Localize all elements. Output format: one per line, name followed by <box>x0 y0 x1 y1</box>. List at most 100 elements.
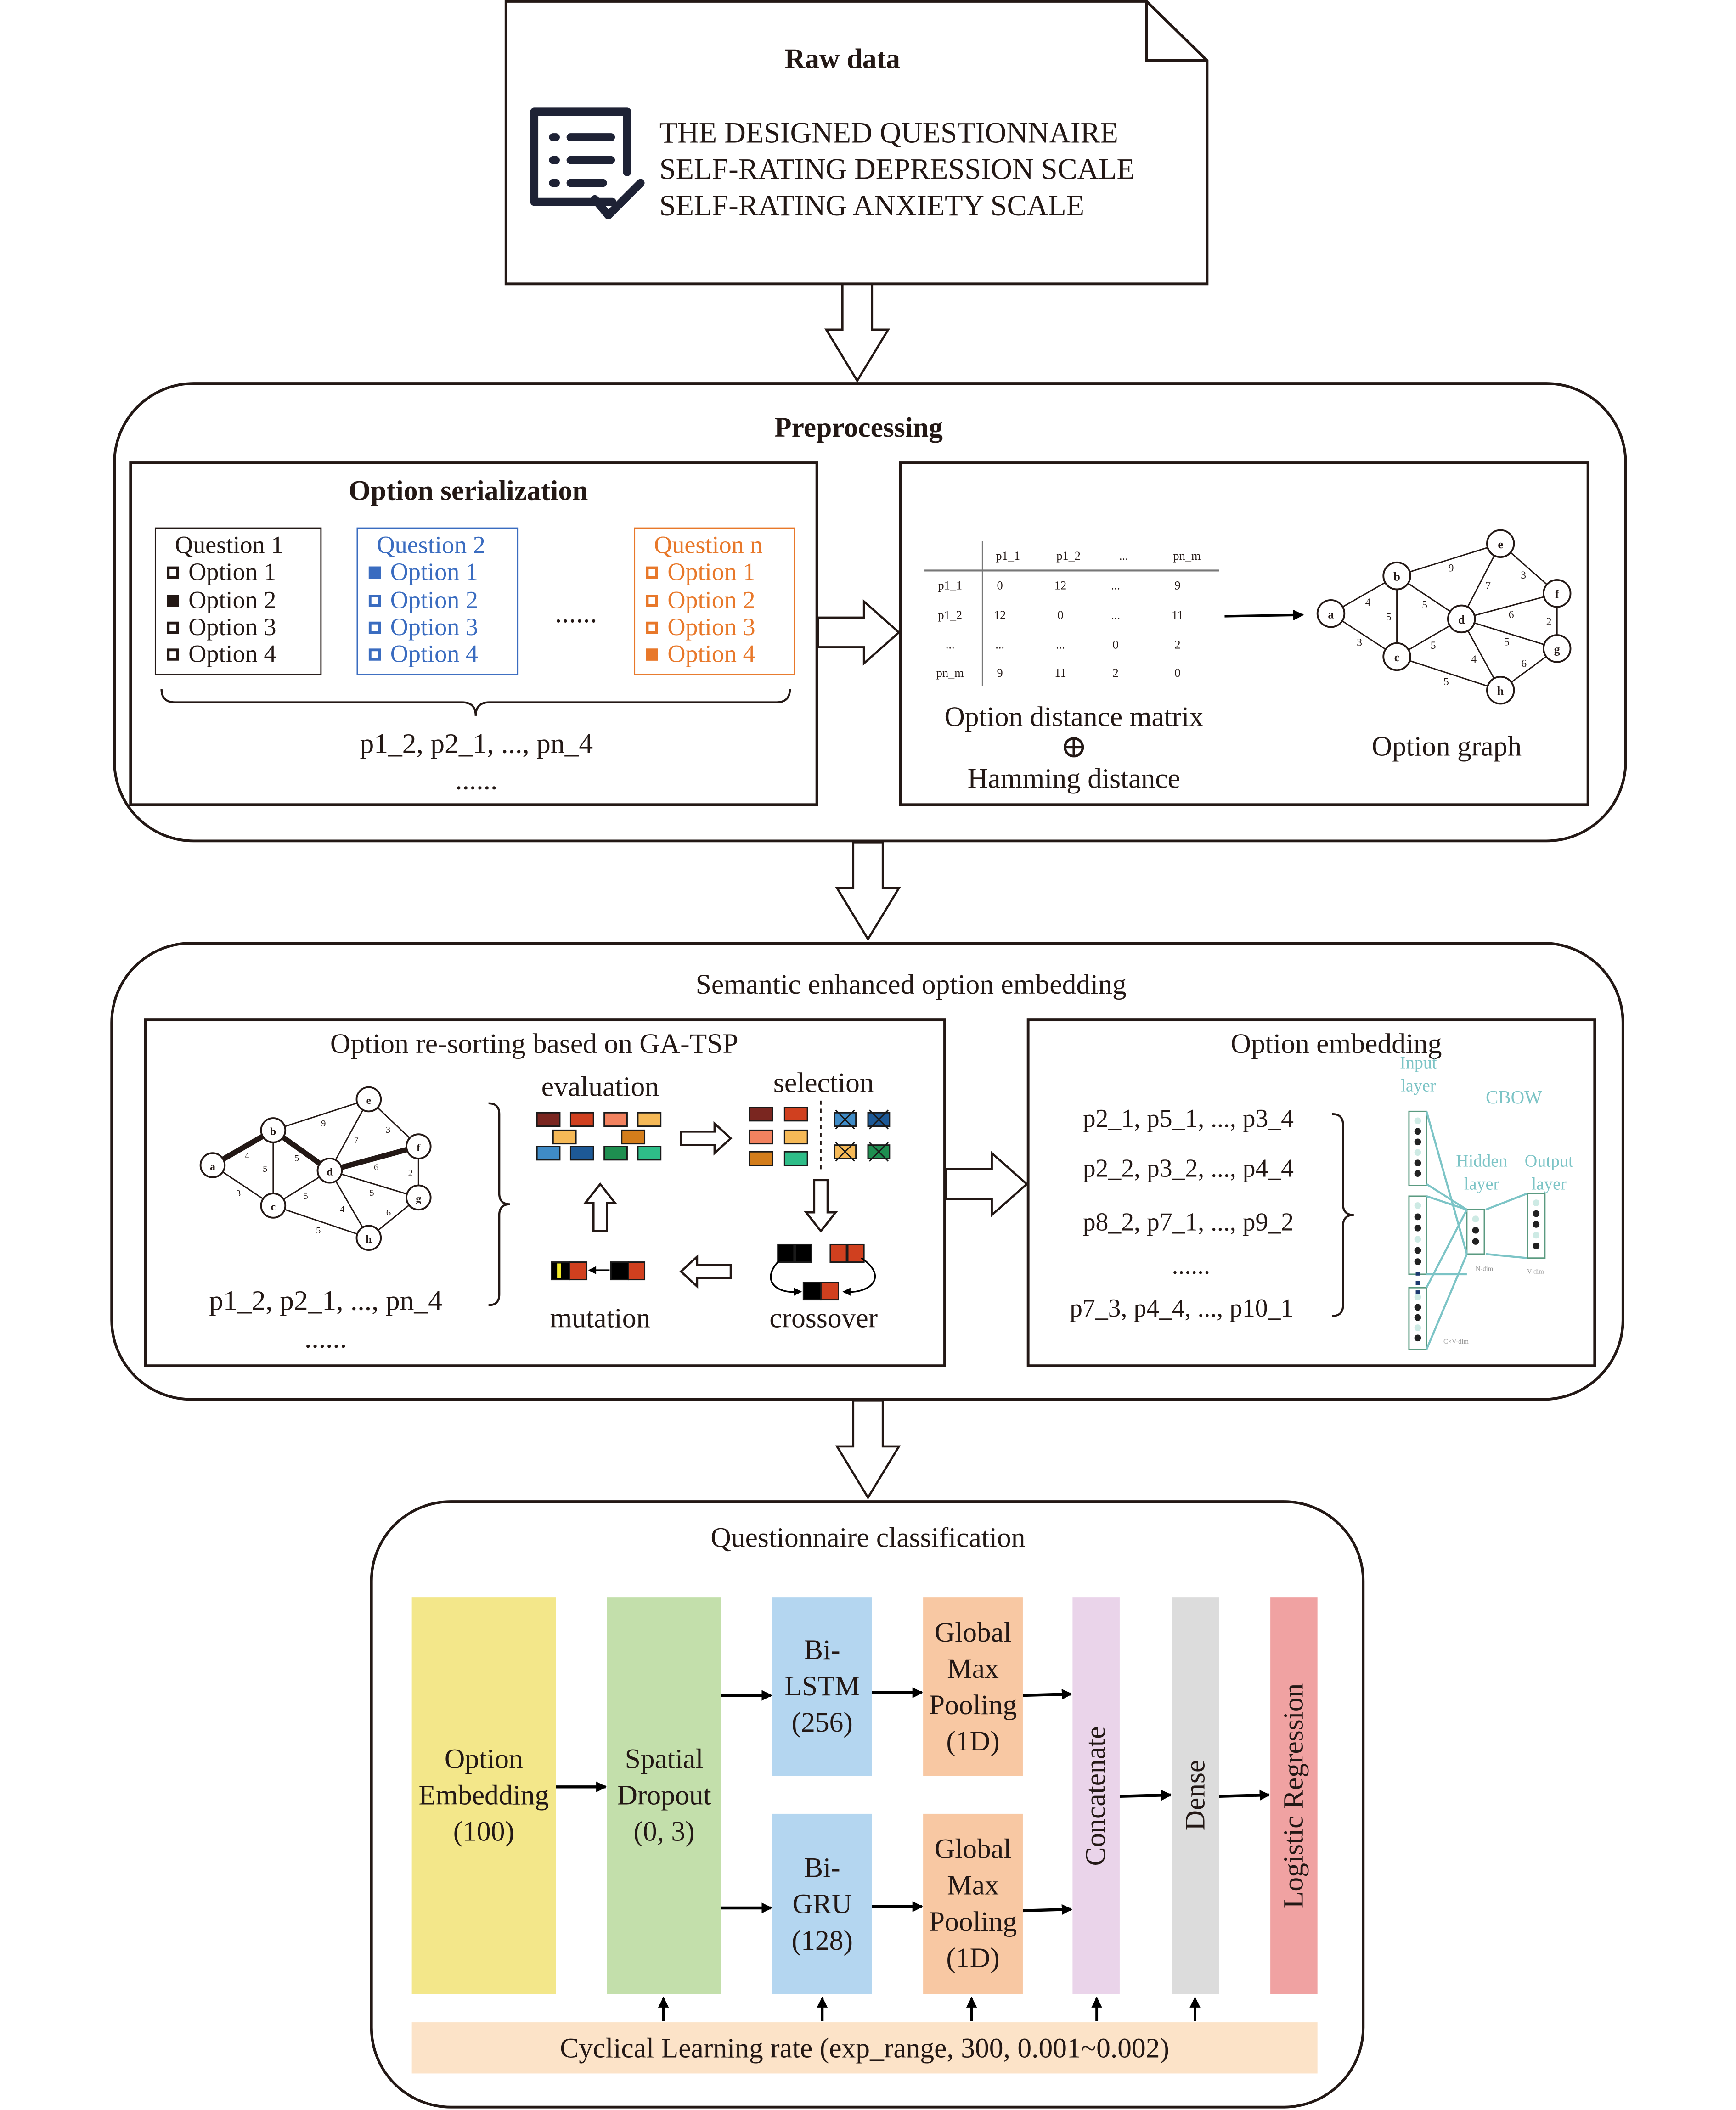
embedding-title: Semantic enhanced option embedding <box>695 968 1127 1001</box>
graph-edge <box>329 1099 370 1171</box>
cbow-connection <box>1426 1209 1468 1289</box>
option-item: Option 4 <box>167 642 320 669</box>
node-label: a <box>1328 608 1334 621</box>
serialized-sequence: p1_2, p2_1, ..., pn_4 <box>360 727 593 760</box>
embedding-sequence: p2_2, p3_2, ..., p4_4 <box>1082 1155 1294 1184</box>
graph-label: Option graph <box>1371 730 1522 762</box>
matrix-column-header: pn_m <box>1173 549 1201 563</box>
cbow-unit <box>1414 1170 1421 1177</box>
chromosome-block <box>749 1129 773 1145</box>
embedding-panel <box>110 942 1624 1401</box>
node-label: b <box>1393 570 1400 583</box>
matrix-row-header: ... <box>946 638 955 651</box>
option-item: Option 3 <box>167 615 320 642</box>
hollow-arrow-icon <box>679 1254 732 1289</box>
edge-weight: 6 <box>386 1208 391 1218</box>
matrix-cell: 9 <box>1174 579 1180 592</box>
matrix-cell: 2 <box>1113 666 1119 680</box>
question-label: Question n <box>654 533 763 560</box>
embedding-sequence: p2_1, p5_1, ..., p3_4 <box>1082 1105 1294 1134</box>
crossover-arc <box>770 1259 800 1293</box>
classification-panel <box>370 1500 1365 2109</box>
cbow-unit <box>1414 1138 1421 1146</box>
matrix-cell: ... <box>995 638 1004 651</box>
ga-tsp-title: Option re-sorting based on GA-TSP <box>330 1027 738 1060</box>
cross-icon <box>868 1109 889 1130</box>
cbow-unit <box>1414 1314 1421 1321</box>
edge-weight: 9 <box>1449 563 1454 574</box>
cbow-unit <box>1414 1159 1421 1166</box>
hollow-arrow-icon <box>804 1179 838 1233</box>
option-label: Option 4 <box>667 642 755 669</box>
embedding-block: Option Embedding (100) <box>411 1597 556 1994</box>
option-label: Option 4 <box>390 642 478 669</box>
matrix-cell: 9 <box>997 666 1003 680</box>
hollow-arrow-icon <box>945 1150 1029 1218</box>
edge-weight: 5 <box>1431 640 1436 652</box>
cyclical-learning-rate-bar: Cyclical Learning rate (exp_range, 300, … <box>411 2022 1318 2074</box>
edge-weight: 3 <box>236 1188 241 1198</box>
option-label: Option 1 <box>667 560 755 587</box>
arrow-icon <box>1224 609 1304 621</box>
crossover-arc <box>844 1257 876 1293</box>
cbow-unit <box>1472 1227 1479 1234</box>
edge-weight: 2 <box>408 1168 413 1178</box>
raw-data-title: Raw data <box>784 42 900 75</box>
node-label: g <box>1554 643 1560 656</box>
chromosome-block <box>536 1112 561 1127</box>
checked-square-icon <box>368 567 381 579</box>
distance-graph-panel <box>899 461 1589 806</box>
hollow-arrow-icon <box>817 599 901 666</box>
ellipsis-dot <box>1415 1272 1420 1276</box>
option-embedding-panel <box>1026 1018 1596 1367</box>
cross-icon <box>835 1109 855 1130</box>
graph-node <box>199 1152 226 1178</box>
dropout-block: Spatial Dropout (0, 3) <box>607 1597 721 1994</box>
edge-weight: 5 <box>263 1164 267 1174</box>
matrix-cell: ... <box>1056 638 1065 651</box>
cbow-unit <box>1414 1149 1421 1156</box>
question-label: Question 1 <box>175 533 284 560</box>
chromosome-block <box>569 1146 594 1161</box>
chromosome-block <box>637 1146 662 1161</box>
chromosome-block <box>603 1112 628 1127</box>
tsp-sequence: p1_2, p2_1, ..., pn_4 <box>209 1284 442 1317</box>
chromosome-block <box>569 1261 588 1281</box>
node-label: a <box>210 1161 215 1173</box>
matrix-cell: 0 <box>1057 608 1063 622</box>
node-label: c <box>271 1201 276 1213</box>
edge-weight: 3 <box>386 1125 390 1135</box>
edge-weight: 5 <box>303 1191 308 1201</box>
cbow-connection <box>1426 1183 1468 1211</box>
cbow-v-dim: V-dim <box>1527 1269 1544 1277</box>
edge-weight: 2 <box>1546 616 1552 628</box>
matrix-cell: 0 <box>1174 666 1180 680</box>
question-label: Question 2 <box>377 533 485 560</box>
edge-weight: 6 <box>1521 658 1527 670</box>
edge-weight: 9 <box>321 1119 326 1129</box>
brace-icon <box>160 689 791 716</box>
hollow-arrow-icon <box>680 1121 733 1156</box>
empty-square-icon <box>646 567 658 579</box>
pool2-block: Global Max Pooling (1D) <box>923 1813 1023 1994</box>
option-item: Option 3 <box>368 614 517 642</box>
cbow-unit <box>1472 1215 1479 1223</box>
embedding-sequence: ...... <box>1172 1252 1210 1281</box>
edge-weight: 3 <box>1357 637 1362 649</box>
graph-node <box>260 1117 287 1143</box>
arrowhead-icon <box>588 1266 597 1274</box>
edge-weight: 6 <box>374 1163 378 1173</box>
graph-edge <box>1397 656 1501 691</box>
cbow-unit <box>1414 1128 1421 1135</box>
edge-weight: 7 <box>1485 580 1491 592</box>
graph-edge <box>1397 543 1501 577</box>
matrix-label: Option distance matrix <box>944 700 1204 733</box>
matrix-column-header: p1_2 <box>1056 549 1081 563</box>
raw-data-line: SELF-RATING DEPRESSION SCALE <box>659 152 1135 186</box>
option-label: Option 3 <box>390 614 478 642</box>
questions-ellipsis: ...... <box>554 596 597 629</box>
option-item: Option 1 <box>646 560 794 587</box>
cbow-unit <box>1414 1213 1421 1221</box>
